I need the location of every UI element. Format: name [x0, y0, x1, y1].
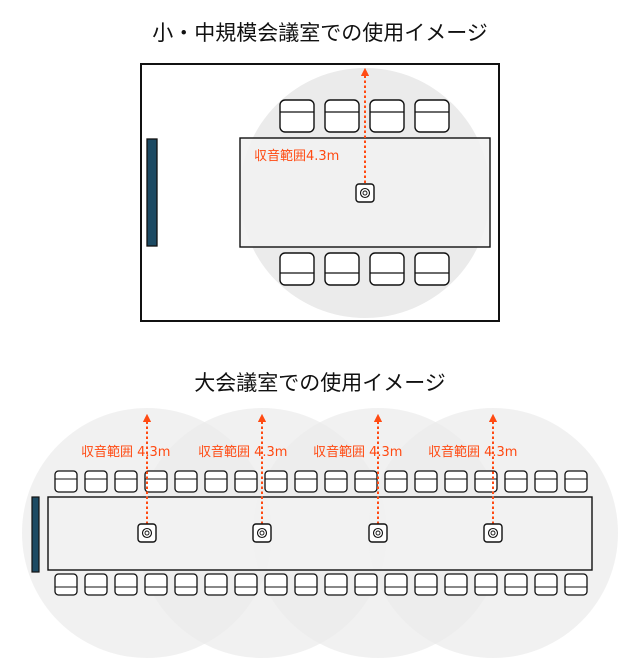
- pickup-range-label: 収音範囲4.3m: [254, 148, 339, 164]
- large-room-chairs-bottom: [54, 573, 588, 596]
- chair: [204, 470, 228, 493]
- large-room-chairs-top: [54, 470, 588, 493]
- microphone-icon: [137, 523, 157, 543]
- chair: [534, 470, 558, 493]
- chair: [324, 99, 360, 133]
- chair: [414, 470, 438, 493]
- large-room-diagram: 収音範囲 4.3m 収音範囲 4.3m 収音範囲 4.3m 収音範囲 4.3m: [22, 408, 618, 658]
- chair: [504, 470, 528, 493]
- display-screen: [31, 496, 40, 573]
- chair: [264, 470, 288, 493]
- microphone-icon: [355, 183, 375, 203]
- chair: [369, 252, 405, 286]
- chair: [354, 470, 378, 493]
- chair: [324, 252, 360, 286]
- chair: [264, 573, 288, 596]
- small-room-chairs-bottom: [279, 252, 450, 286]
- microphone-icon: [368, 523, 388, 543]
- chair: [474, 470, 498, 493]
- chair: [234, 573, 258, 596]
- chair: [474, 573, 498, 596]
- chair: [114, 470, 138, 493]
- chair: [174, 573, 198, 596]
- chair: [384, 470, 408, 493]
- pickup-range-label: 収音範囲 4.3m: [198, 444, 287, 460]
- chair: [294, 470, 318, 493]
- large-room-title: 大会議室での使用イメージ: [194, 371, 446, 395]
- chair: [564, 470, 588, 493]
- chair: [144, 470, 168, 493]
- meeting-table: [47, 496, 593, 571]
- chair: [279, 99, 315, 133]
- pickup-range-label: 収音範囲 4.3m: [428, 444, 517, 460]
- pickup-range-label: 収音範囲 4.3m: [313, 444, 402, 460]
- chair: [84, 470, 108, 493]
- pickup-range-label: 収音範囲 4.3m: [81, 444, 170, 460]
- chair: [234, 470, 258, 493]
- chair: [324, 573, 348, 596]
- chair: [114, 573, 138, 596]
- chair: [384, 573, 408, 596]
- chair: [324, 470, 348, 493]
- chair: [564, 573, 588, 596]
- chair: [204, 573, 228, 596]
- chair: [444, 573, 468, 596]
- chair: [354, 573, 378, 596]
- chair: [444, 470, 468, 493]
- chair: [504, 573, 528, 596]
- microphone-icon: [252, 523, 272, 543]
- chair: [414, 573, 438, 596]
- chair: [174, 470, 198, 493]
- chair: [414, 252, 450, 286]
- chair: [84, 573, 108, 596]
- chair: [279, 252, 315, 286]
- small-room-chairs-top: [279, 99, 450, 133]
- small-room-title: 小・中規模会議室での使用イメージ: [152, 21, 488, 45]
- chair: [369, 99, 405, 133]
- display-screen: [146, 138, 158, 247]
- chair: [54, 573, 78, 596]
- chair: [294, 573, 318, 596]
- chair: [414, 99, 450, 133]
- chair: [534, 573, 558, 596]
- chair: [144, 573, 168, 596]
- microphone-icon: [483, 523, 503, 543]
- chair: [54, 470, 78, 493]
- small-room-diagram: 収音範囲4.3m: [140, 63, 500, 322]
